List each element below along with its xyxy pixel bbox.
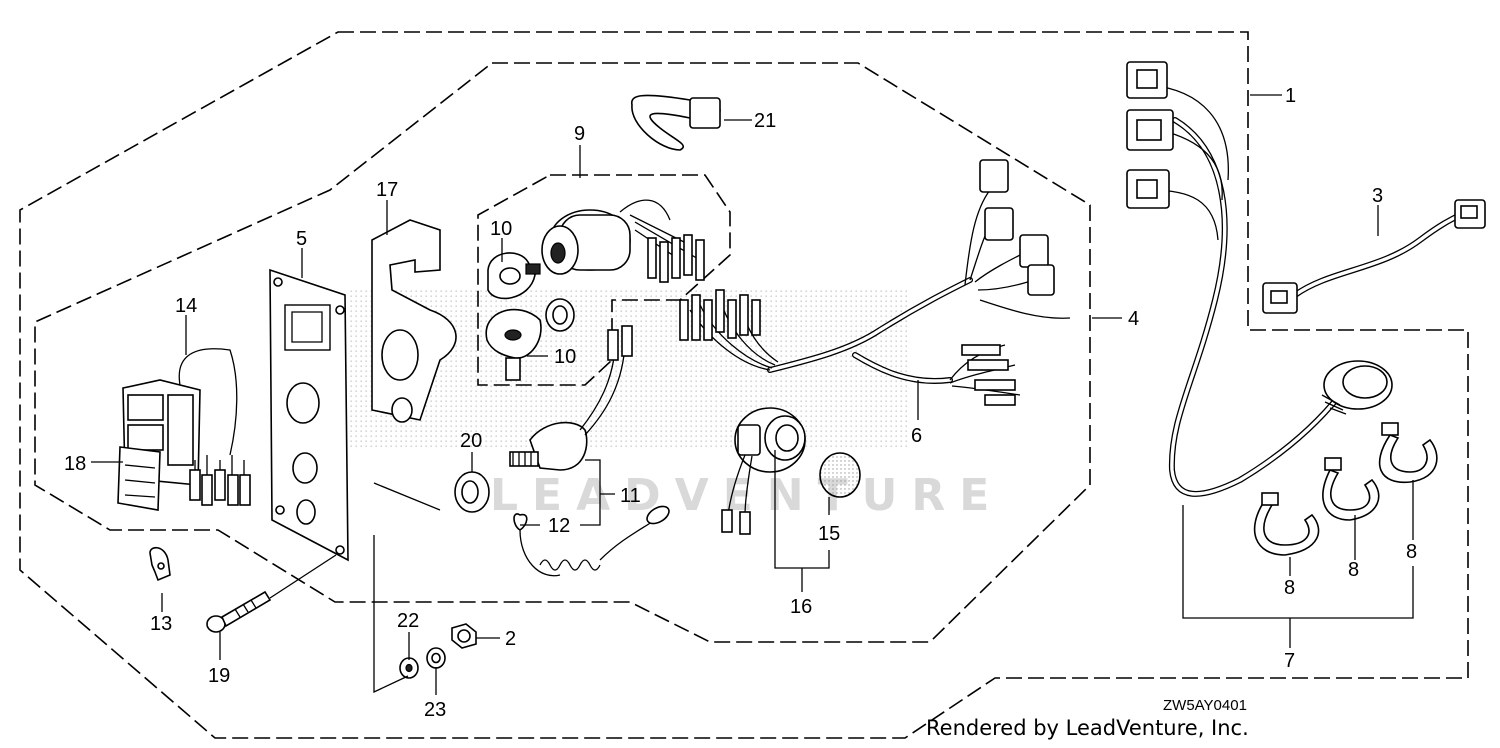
callout-6: 6 <box>911 425 922 447</box>
part-5-panel <box>269 268 349 562</box>
part-8-clamps <box>1253 422 1438 556</box>
callout-19: 19 <box>208 665 230 687</box>
callout-18: 18 <box>64 453 86 475</box>
part-12-lanyard <box>513 505 670 577</box>
part-2-nut <box>451 623 477 649</box>
callout-3: 3 <box>1372 185 1383 207</box>
callout-8-left: 8 <box>1284 577 1295 599</box>
callout-13: 13 <box>150 613 172 635</box>
leader-lines <box>91 94 1414 695</box>
callout-17: 17 <box>376 179 398 201</box>
part-21-cable-tie <box>631 94 721 151</box>
callout-16: 16 <box>790 596 812 618</box>
callout-numbers: 1 3 4 21 9 17 10 5 14 10 6 20 18 11 12 1… <box>64 85 1417 721</box>
callout-7: 7 <box>1284 650 1295 672</box>
callout-11: 11 <box>620 485 641 507</box>
part-9-key-switch <box>541 199 705 332</box>
part-13-clip <box>149 546 171 582</box>
callout-9: 9 <box>574 123 585 145</box>
part-15-cover <box>819 452 861 498</box>
part-1-main-harness <box>1126 61 1393 497</box>
callout-23: 23 <box>424 699 446 721</box>
part-20-grommet <box>454 471 490 513</box>
part-3-extension-cord <box>1262 199 1486 314</box>
inner-boundary <box>34 62 1091 643</box>
callout-10-bottom: 10 <box>554 346 576 368</box>
credit-text: Rendered by LeadVenture, Inc. <box>926 716 1249 740</box>
outer-boundary <box>19 31 1469 739</box>
callout-8-middle: 8 <box>1348 559 1359 581</box>
callout-20: 20 <box>460 430 482 452</box>
part-19-bolt <box>206 590 272 633</box>
callout-2: 2 <box>505 628 516 650</box>
callout-12: 12 <box>548 515 570 537</box>
callout-15: 15 <box>818 523 840 545</box>
part-17-bracket <box>371 219 457 423</box>
callout-1: 1 <box>1285 85 1296 107</box>
key-switch-box <box>477 174 731 386</box>
part-10-keys <box>485 252 542 381</box>
callout-4: 4 <box>1128 308 1139 330</box>
callout-22: 22 <box>397 610 419 632</box>
part-22-washer <box>399 657 419 679</box>
part-11-stop-switch <box>509 325 633 471</box>
callout-5: 5 <box>296 228 307 250</box>
part-16-buzzer <box>721 407 806 535</box>
callout-8-right-upper: 8 <box>1406 541 1417 563</box>
drawing-code: ZW5AY0401 <box>1163 697 1247 714</box>
callout-14: 14 <box>175 295 197 317</box>
callout-10-top: 10 <box>490 218 512 240</box>
callout-21: 21 <box>754 110 776 132</box>
part-4-engine-harness <box>679 159 1071 406</box>
part-18-label <box>117 446 161 511</box>
part-23-washer <box>426 647 446 669</box>
